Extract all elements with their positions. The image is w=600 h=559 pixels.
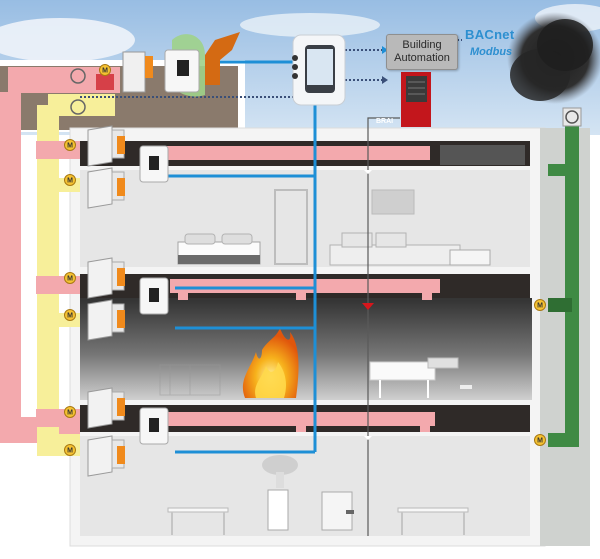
fire-panel-label: BRAI [376, 118, 394, 125]
side-table [449, 249, 491, 266]
detector-wiring [367, 117, 400, 536]
building-automation-box: Building Automation [386, 34, 458, 70]
smoke-detector-triggered [362, 303, 374, 310]
plenum-duct-1 [160, 146, 430, 160]
cloud [0, 18, 135, 62]
svg-text:M: M [67, 313, 73, 320]
damper-controller [139, 145, 169, 183]
water-cooler [267, 489, 289, 531]
roof-damper [96, 74, 114, 90]
svg-text:M: M [67, 410, 73, 417]
fire-damper [87, 167, 125, 209]
arrow-icon [382, 46, 388, 54]
motor-badge: M [64, 272, 76, 284]
damper-assemblies [87, 125, 169, 477]
damper-controller [139, 407, 169, 445]
plant [262, 455, 298, 488]
dining-table-left [167, 507, 229, 535]
svg-text:M: M [67, 143, 73, 150]
smoke-layer [80, 298, 532, 400]
svg-text:M: M [537, 303, 543, 310]
fan-icon [70, 68, 86, 115]
svg-text:M: M [67, 276, 73, 283]
motor-badge: M [64, 444, 76, 456]
plenum-duct-2 [170, 279, 440, 293]
fire-damper [87, 435, 125, 477]
arrow-icon [382, 76, 388, 84]
damper-controller [139, 277, 169, 315]
building-automation-label: Building [402, 39, 442, 51]
ahu-damper-unit [122, 49, 200, 93]
fire-damper [87, 387, 125, 429]
cloud [240, 13, 380, 37]
piano [369, 357, 472, 398]
svg-text:M: M [67, 448, 73, 455]
bed [177, 233, 261, 265]
plenum-duct-3 [160, 412, 435, 426]
motor-badge: M [64, 406, 76, 418]
copier [321, 491, 354, 531]
painting [371, 189, 415, 215]
fire-damper [87, 125, 125, 167]
svg-text:M: M [537, 438, 543, 445]
dining-table-right [397, 507, 469, 535]
orange-duct [205, 32, 240, 85]
sofa [329, 232, 461, 266]
control-wiring [165, 60, 317, 454]
svg-text:M: M [102, 68, 108, 75]
bookshelf [274, 189, 308, 265]
fire-damper [87, 299, 125, 341]
modbus-logo: Modbus [470, 46, 513, 58]
motor-badge: M [534, 434, 546, 446]
building-automation-label-2: Automation [394, 52, 450, 64]
chairs [159, 364, 221, 396]
fire-damper [87, 257, 125, 299]
motor-badge: M [99, 64, 111, 76]
motor-badges: M M M M M M M M M [64, 64, 546, 456]
motor-badge: M [64, 139, 76, 151]
smoke-detector [364, 170, 372, 174]
svg-text:M: M [67, 178, 73, 185]
motor-badge: M [64, 309, 76, 321]
bacnet-logo: BACnet [465, 27, 515, 42]
plenum-gap [440, 145, 525, 165]
exhaust-duct [548, 118, 579, 447]
motor-badge: M [534, 299, 546, 311]
motor-badge: M [64, 174, 76, 186]
smoke-detector [364, 436, 372, 440]
smoke-plume [537, 19, 593, 71]
